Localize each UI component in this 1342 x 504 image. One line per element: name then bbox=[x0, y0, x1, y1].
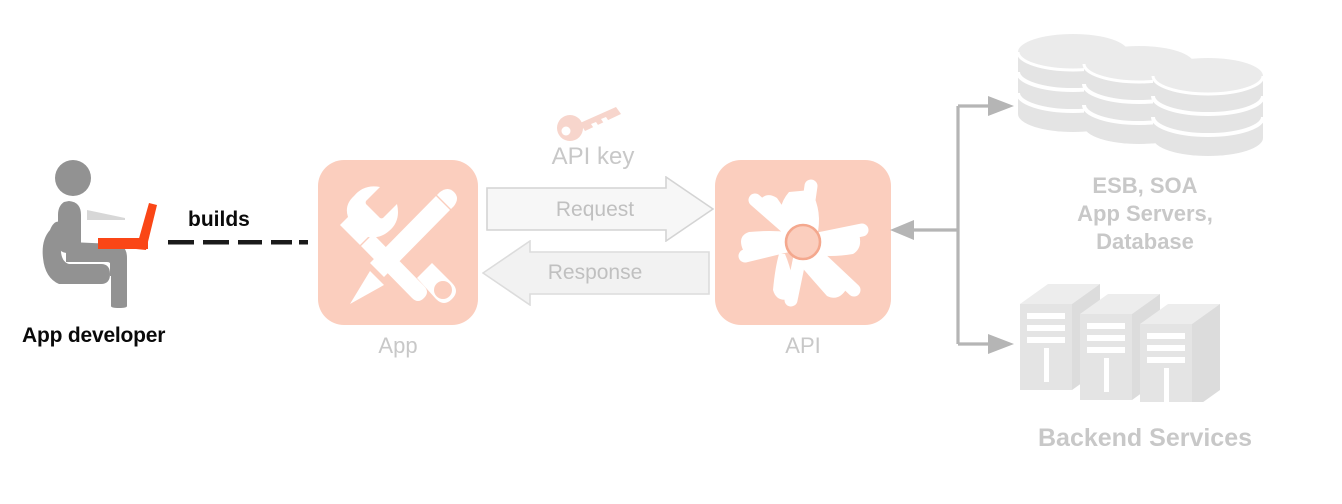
database-stack-icon bbox=[1016, 32, 1270, 162]
backend-connector-lines bbox=[890, 90, 1030, 360]
builds-label: builds bbox=[188, 208, 250, 231]
arrowhead-to-api bbox=[890, 220, 914, 240]
backend-services-label: Backend Services bbox=[1037, 424, 1253, 452]
app-tile[interactable] bbox=[318, 160, 478, 325]
wrench-and-pencil-icon bbox=[340, 186, 457, 304]
request-label: Request bbox=[555, 198, 635, 221]
server-racks-icon bbox=[1020, 282, 1265, 410]
data-tier-label-line-1: ESB, SOA bbox=[1092, 173, 1198, 198]
api-hub-star-icon bbox=[738, 179, 869, 307]
app-developer-label: App developer bbox=[22, 324, 166, 347]
response-label: Response bbox=[547, 261, 643, 284]
data-tier-label: ESB, SOA App Servers, Database bbox=[1000, 172, 1290, 256]
api-key-label: API key bbox=[551, 143, 635, 170]
key-icon bbox=[556, 100, 624, 144]
app-developer-icon bbox=[40, 158, 180, 308]
arrowhead-to-database bbox=[988, 96, 1014, 116]
data-tier-label-line-3: Database bbox=[1096, 229, 1194, 254]
api-label: API bbox=[785, 333, 821, 358]
app-label: App bbox=[378, 333, 418, 358]
arrowhead-to-servers bbox=[988, 334, 1014, 354]
response-arrow bbox=[481, 239, 710, 307]
api-tile[interactable] bbox=[715, 160, 891, 325]
request-arrow bbox=[486, 175, 715, 243]
data-tier-label-line-2: App Servers, bbox=[1077, 201, 1213, 226]
builds-dashed-line bbox=[168, 236, 309, 248]
